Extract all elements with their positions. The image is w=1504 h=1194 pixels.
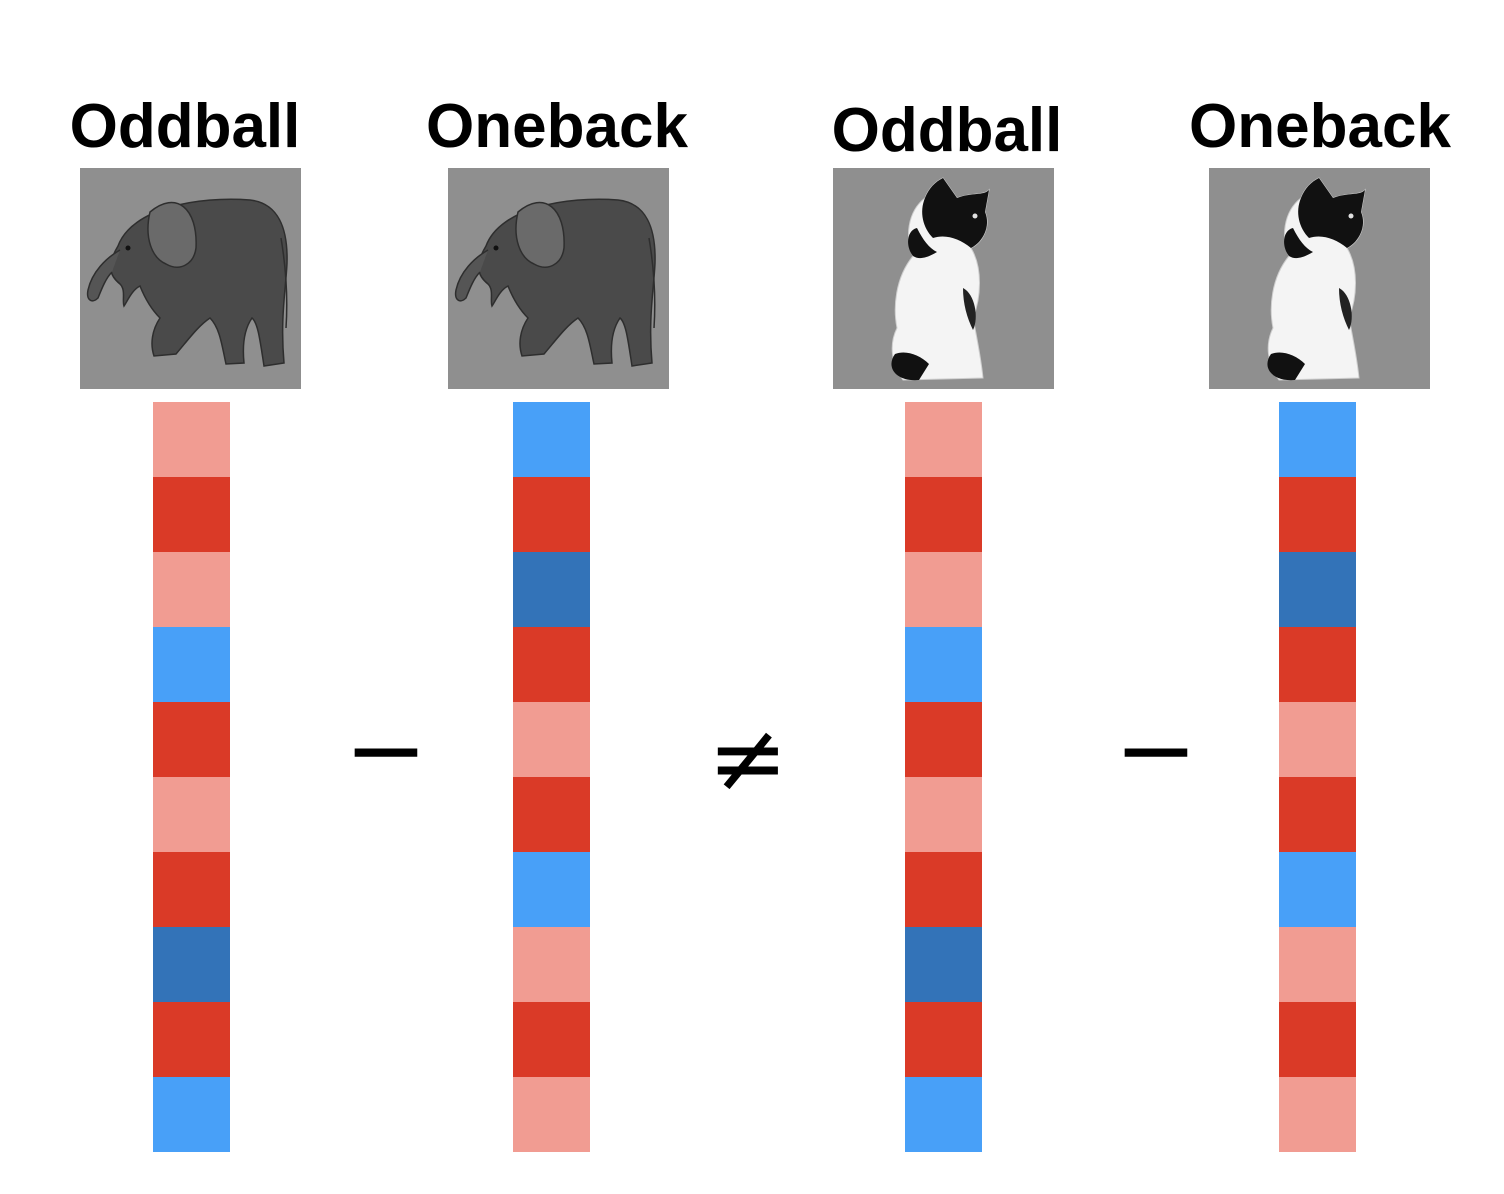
pattern-cell (905, 402, 982, 477)
pattern-cell (153, 477, 230, 552)
column-title-4: Oneback (1189, 92, 1451, 161)
pattern-cell (513, 477, 590, 552)
pattern-cell (1279, 927, 1356, 1002)
pattern-vector-2 (513, 402, 590, 1152)
pattern-cell (153, 627, 230, 702)
cat-image (1209, 168, 1430, 389)
pattern-cell (905, 852, 982, 927)
pattern-cell (905, 1077, 982, 1152)
pattern-cell (1279, 552, 1356, 627)
pattern-cell (905, 627, 982, 702)
pattern-cell (153, 1077, 230, 1152)
pattern-cell (513, 402, 590, 477)
pattern-vector-1 (153, 402, 230, 1152)
elephant-image (80, 168, 301, 389)
pattern-vector-4 (1279, 402, 1356, 1152)
not-equal-operator: ≠ (707, 702, 789, 814)
pattern-cell (1279, 1077, 1356, 1152)
pattern-cell (1279, 402, 1356, 477)
pattern-cell (1279, 852, 1356, 927)
pattern-cell (513, 852, 590, 927)
elephant-image (448, 168, 669, 389)
pattern-cell (153, 1002, 230, 1077)
pattern-cell (153, 702, 230, 777)
pattern-cell (905, 552, 982, 627)
pattern-cell (905, 702, 982, 777)
pattern-cell (513, 552, 590, 627)
pattern-cell (1279, 477, 1356, 552)
pattern-vector-3 (905, 402, 982, 1152)
pattern-cell (513, 627, 590, 702)
pattern-cell (513, 1002, 590, 1077)
cat-image (833, 168, 1054, 389)
pattern-cell (513, 777, 590, 852)
minus-operator-right: − (1114, 691, 1198, 808)
pattern-cell (153, 927, 230, 1002)
pattern-cell (513, 702, 590, 777)
pattern-cell (1279, 1002, 1356, 1077)
minus-operator-left: − (344, 691, 428, 808)
pattern-cell (153, 852, 230, 927)
pattern-cell (905, 477, 982, 552)
pattern-cell (513, 927, 590, 1002)
column-title-2: Oneback (426, 92, 688, 161)
pattern-cell (905, 777, 982, 852)
pattern-cell (905, 1002, 982, 1077)
column-title-3: Oddball (831, 96, 1063, 165)
pattern-cell (1279, 702, 1356, 777)
pattern-cell (1279, 777, 1356, 852)
pattern-cell (153, 402, 230, 477)
pattern-cell (1279, 627, 1356, 702)
pattern-cell (153, 777, 230, 852)
column-title-1: Oddball (69, 92, 301, 161)
pattern-cell (153, 552, 230, 627)
pattern-cell (905, 927, 982, 1002)
pattern-cell (513, 1077, 590, 1152)
